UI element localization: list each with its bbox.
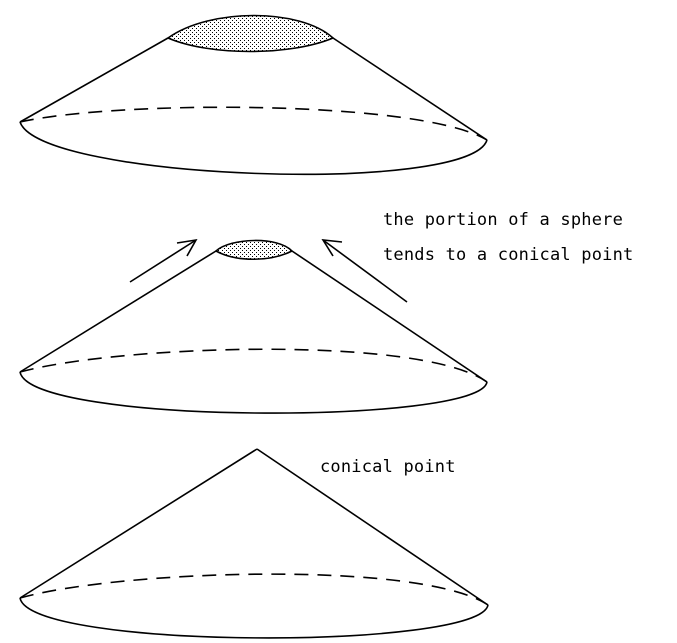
cone-pointed-base-back xyxy=(19,573,489,606)
cone-large-cap-base-front xyxy=(19,121,488,176)
cone-pointed-base-front xyxy=(19,597,489,639)
arrow-right xyxy=(321,239,408,303)
cone-small-cap-left-side xyxy=(19,250,217,373)
cone-small-cap-base-back xyxy=(19,348,488,383)
cone-large-cap-right-side xyxy=(332,37,488,141)
cone-large-cap-base-back xyxy=(19,106,488,141)
cone-pointed-left-side xyxy=(19,448,258,599)
annotation-conical-point: conical point xyxy=(320,457,456,477)
cone-pointed xyxy=(19,448,489,639)
annotation-sphere-line-1: the portion of a sphere xyxy=(383,210,624,230)
cone-small-cap-right-side xyxy=(291,250,488,383)
arrow-left xyxy=(129,238,198,283)
cone-small-cap xyxy=(19,238,488,414)
cone-small-cap-base-front xyxy=(19,371,488,414)
spherical-cap-large xyxy=(166,14,335,53)
annotation-sphere-line-2: tends to a conical point xyxy=(383,245,634,265)
cone-large-cap xyxy=(19,14,488,176)
cone-pointed-right-side xyxy=(256,448,489,606)
cone-large-cap-left-side xyxy=(19,37,169,123)
spherical-cap-small xyxy=(214,239,294,261)
